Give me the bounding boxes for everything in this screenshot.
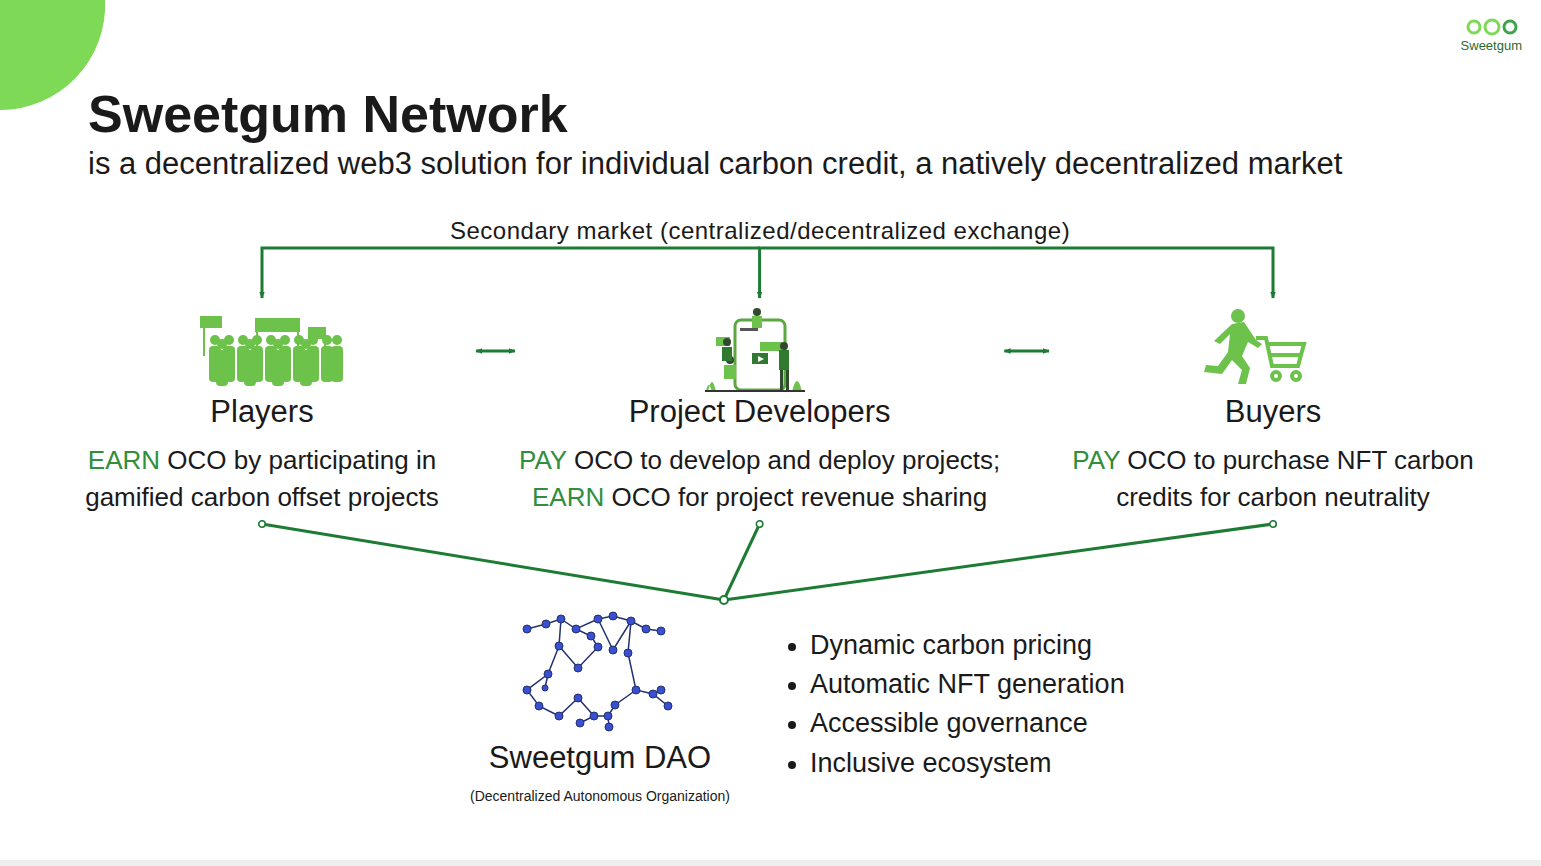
connector (262, 524, 724, 600)
subtitle: is a decentralized web3 solution for ind… (88, 146, 1342, 182)
connector (262, 248, 760, 298)
logo-text: Sweetgum (1461, 38, 1522, 53)
developer-box: Project DevelopersPAY OCO to develop and… (519, 300, 1000, 516)
bullet-item: Automatic NFT generation (810, 669, 1125, 700)
player-box: PlayersEARN OCO by participating in gami… (52, 300, 472, 516)
junction-dot (720, 596, 728, 604)
buyer-box: BuyersPAY OCO to purchase NFT carbon cre… (1053, 300, 1493, 516)
node-heading: Sweetgum DAO (470, 736, 730, 780)
connector (724, 524, 1273, 600)
bottom-shadow (0, 860, 1541, 866)
node-heading: Buyers (1053, 390, 1493, 434)
bullet-item: Accessible governance (810, 708, 1088, 739)
logo-mark (1468, 20, 1516, 34)
crowd-icon (200, 316, 343, 386)
node-body: PAY OCO to develop and deploy projects; … (519, 442, 1000, 516)
node-body: EARN OCO by participating in gamified ca… (52, 442, 472, 516)
node-heading: Project Developers (519, 390, 1000, 434)
network-dots (523, 612, 672, 731)
market-label: Secondary market (centralized/decentrali… (450, 214, 1070, 248)
bullet-dots (788, 643, 796, 769)
developers-icon (705, 308, 805, 392)
connector (760, 248, 1273, 298)
title: Sweetgum Network (88, 84, 568, 144)
buyer-icon (1204, 309, 1304, 384)
node-heading: Players (52, 390, 472, 434)
node-body: (Decentralized Autonomous Organization) (470, 786, 730, 806)
node-heading: Secondary market (centralized/decentrali… (450, 214, 1070, 248)
connector (476, 350, 515, 353)
connector (758, 248, 762, 298)
network-icon (527, 616, 668, 727)
dao-box: Sweetgum DAO (Decentralized Autonomous Or… (470, 600, 730, 806)
bullet-item: Inclusive ecosystem (810, 748, 1052, 779)
connector (724, 524, 760, 600)
bullet-item: Dynamic carbon pricing (810, 630, 1092, 661)
connector (1004, 350, 1049, 353)
node-body: PAY OCO to purchase NFT carbon credits f… (1053, 442, 1493, 516)
